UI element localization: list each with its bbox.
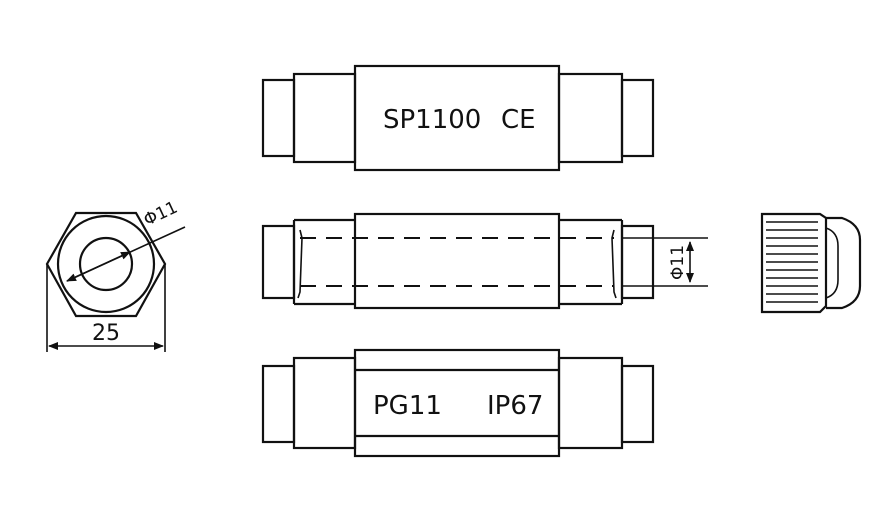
bottom-right-collar [557, 356, 624, 450]
end-diameter-dimension [66, 251, 131, 282]
bottom-view: PG11 IP67 [261, 348, 655, 458]
end-diameter-label: Φ11 [141, 198, 181, 231]
thread-label: PG11 [373, 391, 442, 421]
knurled-nut [760, 212, 828, 314]
top-left-end-cap [261, 78, 296, 158]
section-diameter-label: Φ11 [668, 245, 688, 280]
section-left-end-cap [261, 224, 296, 300]
bottom-left-collar [292, 356, 357, 450]
bottom-right-end-cap [620, 364, 655, 444]
outer-circle [56, 214, 156, 314]
cert-label: CE [501, 105, 536, 135]
top-left-collar [292, 72, 357, 164]
top-view: SP1100 CE [261, 64, 655, 172]
knurl-lines [766, 221, 818, 303]
width-label: 25 [92, 321, 120, 346]
top-right-collar [557, 72, 624, 164]
rating-label: IP67 [487, 391, 543, 421]
bottom-left-end-cap [261, 364, 296, 444]
model-label: SP1100 [383, 105, 481, 135]
bore-circle [78, 236, 134, 292]
section-center-body [353, 212, 561, 310]
section-right-end-cap [620, 224, 655, 300]
end-view: Φ11 25 [45, 198, 186, 352]
section-view: Φ11 [261, 212, 708, 310]
dome-cap [826, 216, 862, 310]
top-right-end-cap [620, 78, 655, 158]
side-view [760, 212, 862, 314]
